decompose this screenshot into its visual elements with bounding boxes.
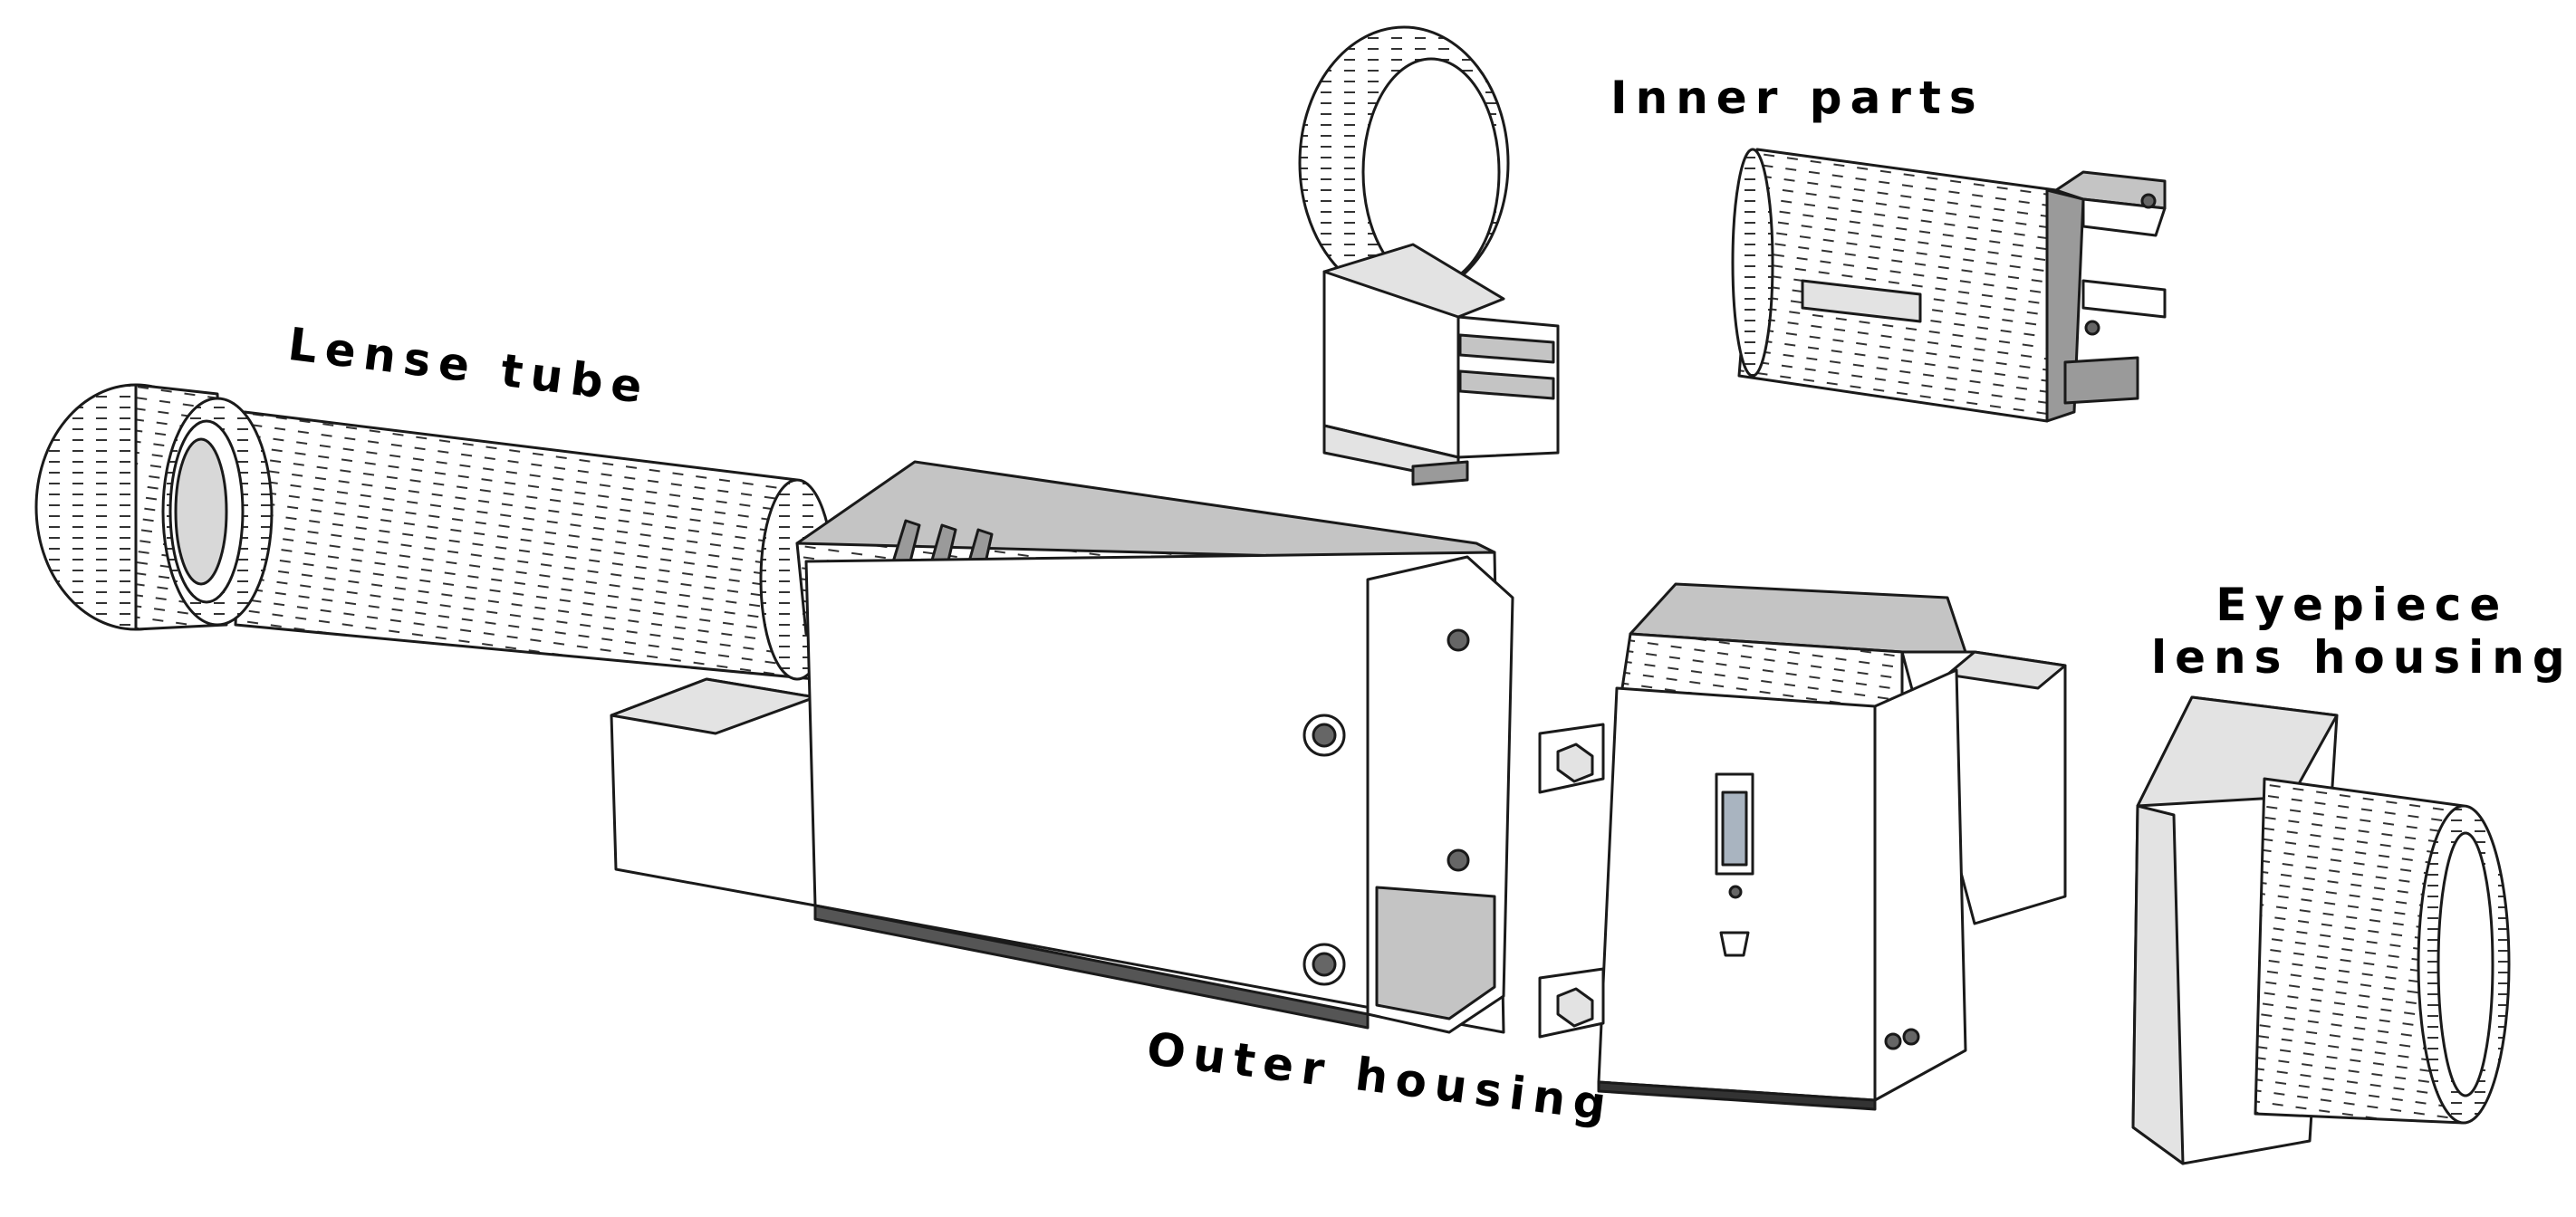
eyepiece-label-line2: lens housing [2151, 630, 2573, 684]
eyepiece-lens-housing-part [2131, 695, 2511, 1165]
eyepiece-label-line1: Eyepiece [2216, 579, 2509, 631]
outer-housing-part [610, 460, 1514, 1034]
inner-sleeve-part [1731, 148, 2167, 423]
inner-parts-label: Inner parts [1610, 72, 1985, 124]
lense-tube-part [34, 383, 835, 681]
inner-housing-block-part [1538, 582, 2067, 1111]
eyepiece-lens-housing-label: Eyepiece lens housing [2151, 579, 2573, 684]
inner-clamp-part [1298, 25, 1560, 486]
